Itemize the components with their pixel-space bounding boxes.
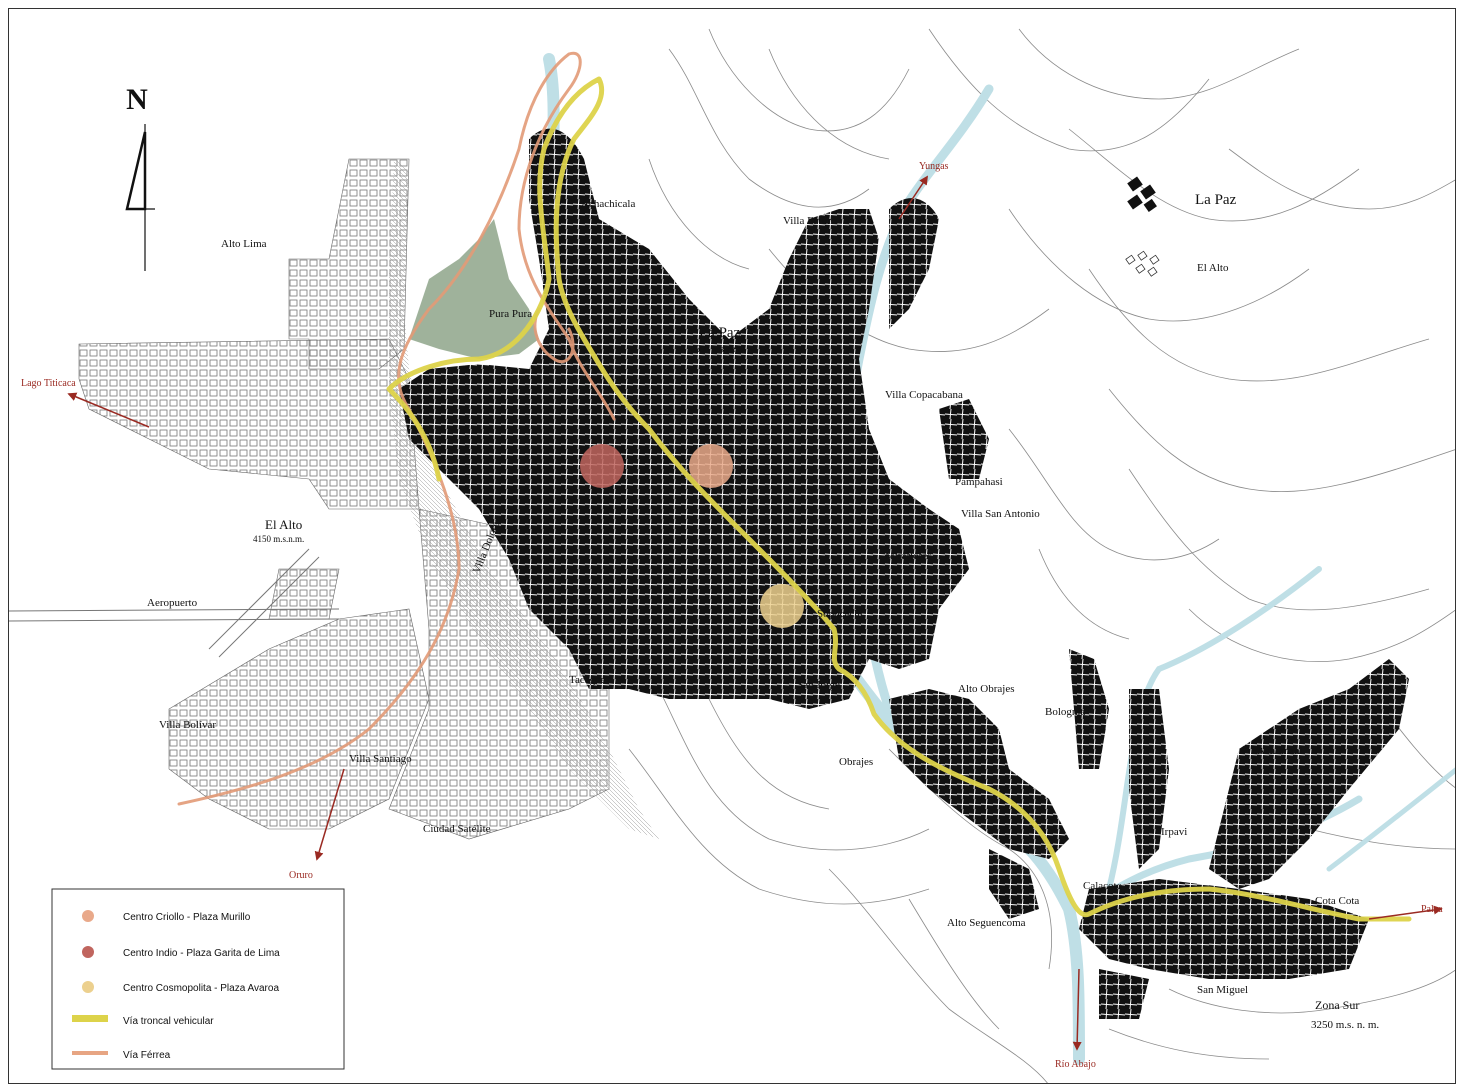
legend-swatch-road (72, 1015, 108, 1022)
place-aeropuerto: Aeropuerto (147, 597, 198, 609)
place-san-jorge: San Jorge (797, 679, 840, 691)
railway-line (177, 51, 616, 806)
place-miraflores: Miraflores (885, 550, 931, 562)
exit-palca: Palca (1421, 904, 1443, 915)
place-villa-bolivar: Villa Bolívar (159, 719, 216, 731)
legend-item-cosmopolita: Centro Cosmopolita - Plaza Avaroa (123, 983, 279, 994)
el-alto-legend-glyph (1125, 250, 1160, 277)
map-frame: N La Paz El Alto La Paz 3650 m.s.n.m. El… (8, 8, 1456, 1084)
pura-pura-forest (409, 219, 539, 359)
la-paz-city-label: La Paz (699, 325, 741, 341)
el-alto-altitude: 4150 m.s.n.m. (253, 534, 304, 544)
north-arrow: N (125, 83, 155, 271)
exit-arrows (67, 175, 1443, 1051)
plaza-murillo (689, 444, 733, 488)
la-paz-urban-fabric (399, 128, 1409, 1019)
north-label: N (126, 83, 148, 116)
legend-item-rail: Vía Férrea (123, 1050, 171, 1061)
legend-item-road: Vía troncal vehicular (123, 1016, 214, 1027)
el-alto-urban-grid (9, 158, 610, 840)
place-villa-santiago: Villa Santiago (349, 753, 412, 765)
exit-oruro: Oruro (289, 870, 313, 881)
legend-el-alto-label: El Alto (1197, 262, 1229, 274)
map-canvas[interactable]: N La Paz El Alto La Paz 3650 m.s.n.m. El… (9, 9, 1456, 1084)
place-cota-cota: Cota Cota (1315, 895, 1359, 907)
legend-la-paz-label: La Paz (1195, 192, 1237, 208)
exit-labels: Lago Titicaca Oruro Yungas Palca Río Aba… (21, 161, 1443, 1070)
legend-swatch-criollo (82, 910, 94, 922)
place-sopocachi: Sopocachi (817, 608, 863, 620)
escarpment-slope (389, 159, 659, 839)
place-pampahasi: Pampahasi (955, 476, 1003, 488)
place-san-miguel: San Miguel (1197, 984, 1248, 996)
legend-swatch-rail (72, 1051, 108, 1055)
legend-item-criollo: Centro Criollo - Plaza Murillo (123, 912, 251, 923)
plaza-garita-de-lima (580, 444, 624, 488)
place-ciudad-satelite: Ciudad Satélite (423, 823, 491, 835)
place-villa-fatima: Villa Fátima (783, 215, 838, 227)
place-achachicala: Achachicala (581, 198, 635, 210)
place-alto-obrajes: Alto Obrajes (958, 683, 1015, 695)
exit-lago-titicaca: Lago Titicaca (21, 378, 76, 389)
place-villa-san-antonio: Villa San Antonio (961, 508, 1040, 520)
place-bolognia: Bolognia (1045, 706, 1085, 718)
legend-swatch-cosmopolita (82, 981, 94, 993)
la-paz-altitude: 3650 m.s.n.m. (691, 344, 742, 354)
place-irpavi: Irpavi (1161, 826, 1187, 838)
place-achumani: Achumani (1257, 745, 1303, 757)
place-calacoto: Calacoto (1083, 880, 1123, 892)
el-alto-city-label: El Alto (265, 517, 302, 532)
place-villa-copacabana: Villa Copacabana (885, 389, 963, 401)
place-pura-pura: Pura Pura (489, 308, 532, 320)
exit-rio-abajo: Río Abajo (1055, 1059, 1096, 1070)
place-alto-seguencoma: Alto Seguencoma (947, 917, 1026, 929)
main-road (386, 76, 1412, 922)
la-paz-legend-glyph (1127, 176, 1157, 212)
plaza-avaroa (760, 584, 804, 628)
legend-swatch-indio (82, 946, 94, 958)
place-tacagua: Tacagua (569, 674, 606, 686)
place-alto-lima: Alto Lima (221, 238, 267, 250)
legend-item-indio: Centro Indio - Plaza Garita de Lima (123, 948, 280, 959)
zona-sur-altitude: 3250 m.s. n. m. (1311, 1019, 1379, 1031)
contour-lines (628, 28, 1455, 1083)
zona-sur-label: Zona Sur (1315, 998, 1359, 1012)
legend-box: Centro Criollo - Plaza Murillo Centro In… (51, 888, 345, 1070)
exit-yungas: Yungas (919, 161, 949, 172)
place-obrajes: Obrajes (839, 756, 873, 768)
